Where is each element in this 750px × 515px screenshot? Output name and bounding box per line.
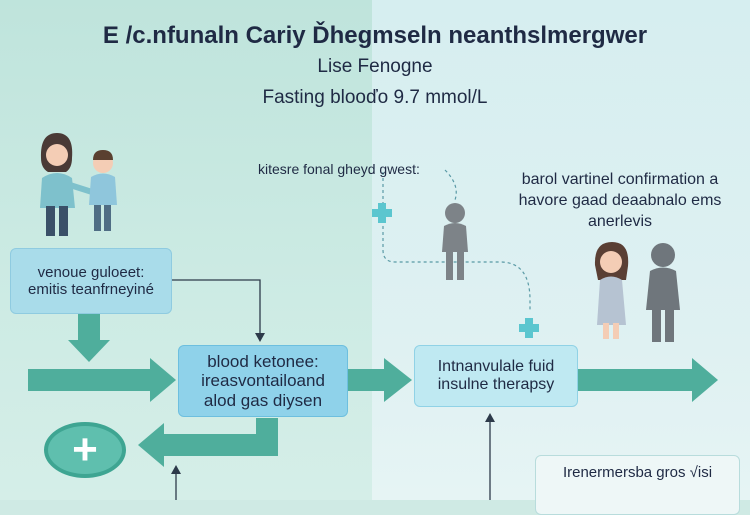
- arrow-ketone-to-iv: [346, 358, 412, 402]
- arrow-iv-to-right: [576, 358, 718, 402]
- arrow-to-ketone: [28, 358, 176, 402]
- follow-up-box: Irenermersba gros √isi: [535, 455, 740, 515]
- iv-fluid-box: Intnanvulale fuid insulne therapsy: [414, 345, 578, 407]
- connector-lines: [170, 279, 495, 500]
- arrow-return: [138, 418, 278, 467]
- background-right-panel: [372, 0, 750, 500]
- follow-up-line-1: Irenermersba gros √isi: [562, 464, 713, 481]
- arrow-down-venous: [68, 312, 110, 362]
- mother-child-illustration: [40, 133, 117, 236]
- venous-glucose-box: venoue guloeet: emitis teanfrneyiné: [10, 248, 172, 314]
- venous-line-1: venoue guloeet:: [37, 263, 145, 281]
- ketone-line-3: alod gas diysen: [203, 390, 323, 410]
- iv-line-2: insulne therapsy: [437, 376, 555, 393]
- child-silhouette-icon: [442, 203, 468, 280]
- fasting-glucose-label: Fasting blooďo 9.7 mmol/L: [262, 87, 488, 108]
- blood-ketone-box: blood ketonee: ireasvontailoand alod gas…: [178, 345, 348, 417]
- children-illustration: [594, 242, 680, 342]
- mid-annotation-label: kitesre fonal gheyd gwest:: [258, 161, 420, 177]
- page-subtitle: Lise Fenogne: [317, 56, 433, 77]
- medical-cross-icon: [372, 203, 539, 338]
- plus-badge-icon: +: [44, 422, 126, 478]
- page-title: E /c.nfunaln Cariy Ďhegmseln neanthslmer…: [102, 22, 648, 49]
- diagram-graphics: [28, 133, 718, 500]
- ketone-line-2: ireasvontailoand: [201, 371, 325, 391]
- iv-line-1: Intnanvulale fuid: [437, 357, 555, 375]
- right-annotation-label: barol vartinel confirmation a havore gaa…: [518, 171, 722, 230]
- ketone-line-1: blood ketonee:: [207, 351, 319, 371]
- venous-line-2: emitis teanfrneyiné: [28, 281, 154, 298]
- dashed-path: [382, 169, 531, 312]
